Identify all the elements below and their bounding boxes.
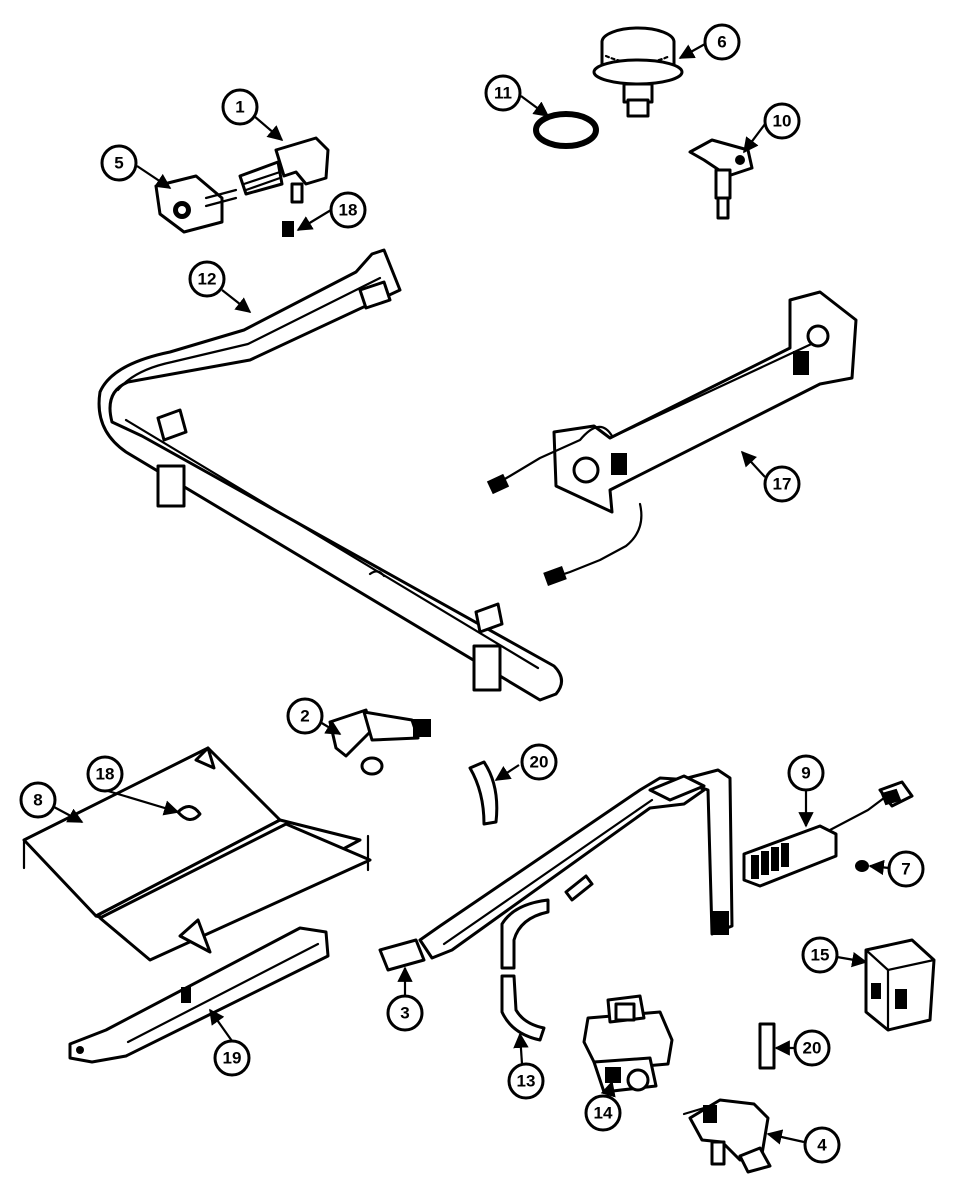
screw-part-7 (855, 860, 869, 872)
svg-text:6: 6 (717, 33, 726, 52)
svg-text:8: 8 (33, 791, 42, 810)
callout-2: 2 (286, 697, 324, 735)
callout-9: 9 (787, 754, 825, 792)
callout-14: 14 (584, 1094, 622, 1132)
callout-8: 8 (19, 781, 57, 819)
leader-lines (53, 43, 890, 1145)
manifold-tube-part (97, 248, 563, 702)
electrode-part (688, 138, 754, 220)
callout-12: 12 (188, 260, 226, 298)
switch-block-part (864, 938, 936, 1032)
callout-15: 15 (801, 936, 839, 974)
burner-box-part (486, 290, 858, 586)
spark-module-part (742, 780, 914, 888)
clip-part-lower (176, 805, 202, 821)
svg-text:5: 5 (114, 154, 123, 173)
callout-17: 17 (763, 465, 801, 503)
svg-text:1: 1 (235, 98, 244, 117)
orifice-fitting-part (328, 708, 431, 776)
callout-3: 3 (386, 994, 424, 1032)
svg-text:7: 7 (901, 860, 910, 879)
regulator-part (582, 994, 674, 1094)
svg-text:10: 10 (773, 112, 792, 131)
callout-19: 19 (213, 1039, 251, 1077)
svg-text:17: 17 (773, 475, 792, 494)
svg-text:3: 3 (400, 1004, 409, 1023)
callout-5: 5 (100, 144, 138, 182)
svg-text:15: 15 (811, 946, 830, 965)
svg-text:4: 4 (817, 1136, 827, 1155)
burner-tube-part (68, 926, 330, 1064)
svg-text:20: 20 (530, 753, 549, 772)
svg-text:20: 20 (803, 1039, 822, 1058)
svg-text:12: 12 (198, 270, 217, 289)
callout-7: 7 (887, 850, 925, 888)
callout-13: 13 (507, 1062, 545, 1100)
svg-text:11: 11 (494, 84, 512, 103)
valve-part (238, 136, 330, 204)
svg-text:18: 18 (96, 765, 115, 784)
flame-shield-part (22, 746, 372, 962)
screw-part-top (282, 221, 294, 237)
callout-18-lower: 18 (86, 755, 124, 793)
callout-11: 11 (484, 74, 522, 112)
svg-text:9: 9 (801, 764, 810, 783)
callout-10: 10 (763, 102, 801, 140)
svg-text:14: 14 (594, 1104, 613, 1123)
callout-4: 4 (803, 1126, 841, 1164)
valve-part-4 (682, 1098, 772, 1174)
svg-text:13: 13 (517, 1072, 536, 1091)
callout-20-mid: 20 (520, 743, 558, 781)
o-ring-part (533, 111, 599, 149)
svg-text:18: 18 (339, 201, 358, 220)
callout-1: 1 (221, 88, 259, 126)
svg-text:2: 2 (300, 707, 309, 726)
bracket-part (154, 174, 238, 234)
pin-part-lower (758, 1022, 776, 1070)
flex-tube-part (500, 874, 594, 1042)
burner-cap-part (592, 26, 684, 118)
callout-20-lower: 20 (793, 1029, 831, 1067)
callout-6: 6 (703, 23, 741, 61)
callout-18-top: 18 (329, 191, 367, 229)
svg-text:19: 19 (223, 1049, 242, 1068)
long-tube-part (378, 768, 734, 972)
tube-part-mid (468, 760, 499, 826)
